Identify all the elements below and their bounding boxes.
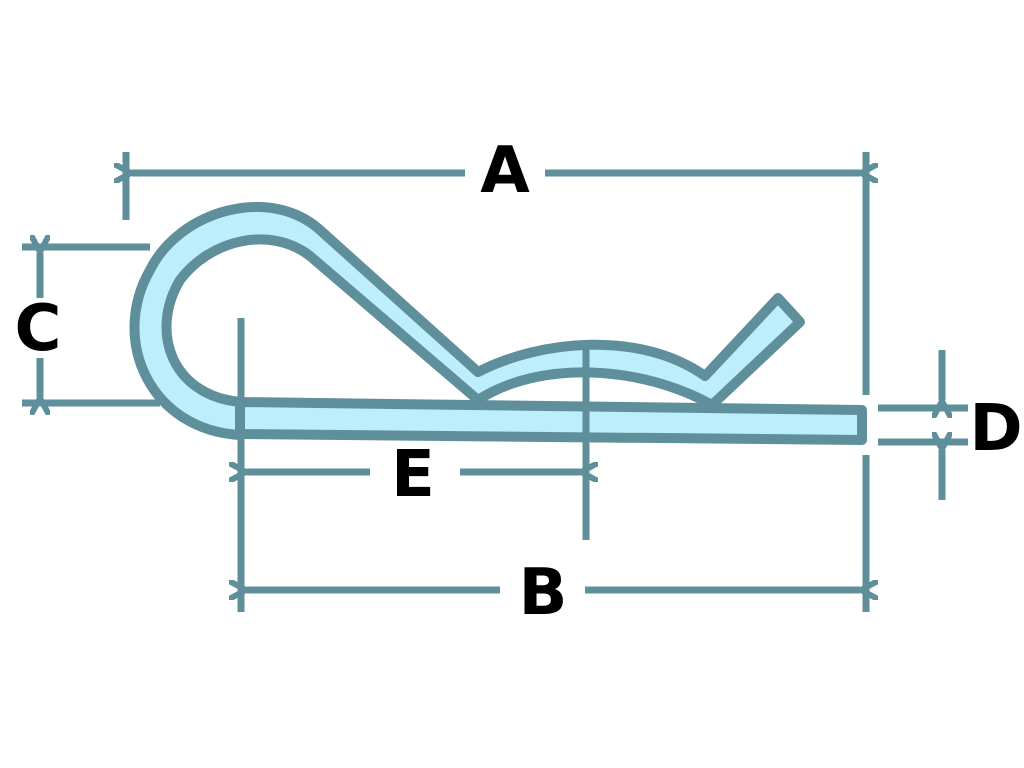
label-c: C [15, 292, 62, 366]
label-e: E [391, 438, 435, 512]
label-a: A [480, 134, 530, 208]
dimension-d: D [878, 350, 1023, 500]
dimension-e: E [241, 318, 586, 612]
label-d: D [969, 392, 1022, 466]
dimension-c: C [15, 247, 160, 403]
label-b: B [519, 556, 568, 630]
dimension-a: A [126, 134, 866, 395]
dimension-b: B [247, 455, 866, 630]
